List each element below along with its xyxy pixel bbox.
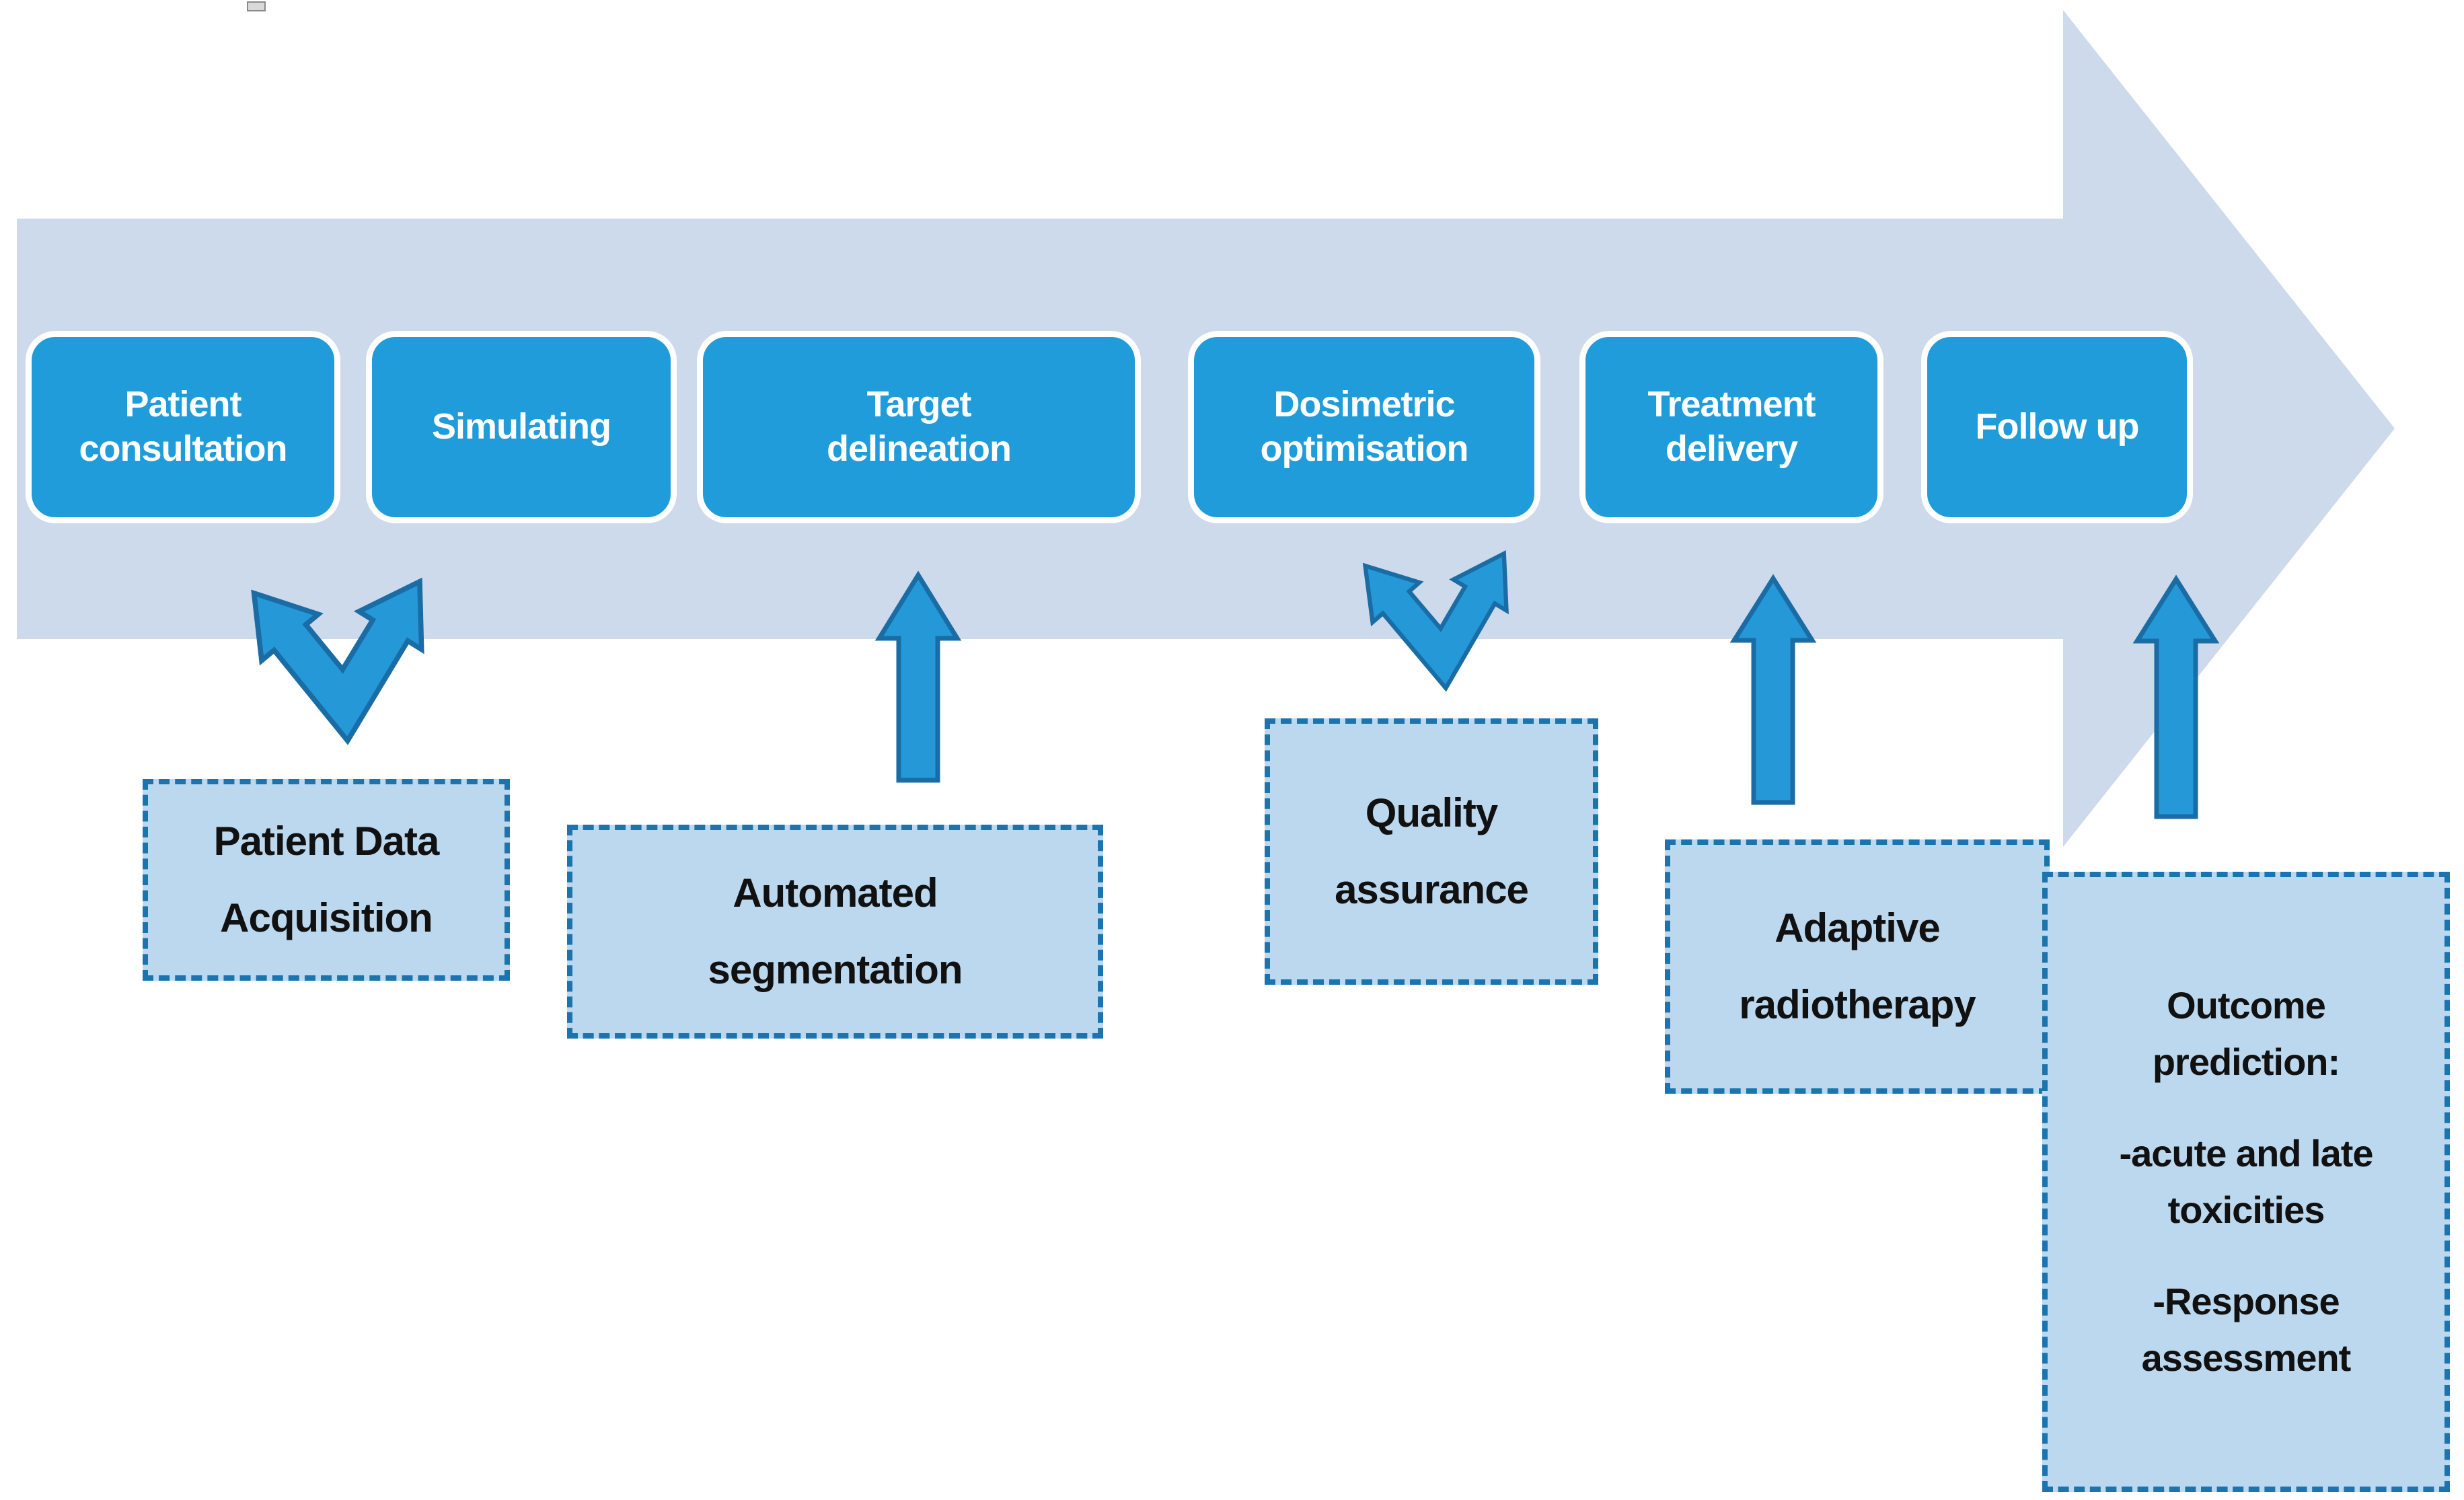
grey-ui-fragment — [247, 1, 266, 11]
step-box-target-delineation: Target delineation — [697, 331, 1141, 523]
step-box-simulating: Simulating — [366, 331, 677, 523]
support-box-quality-assurance: Quality assurance — [1265, 718, 1598, 985]
outcome-bullet: -acute and late toxicities — [2119, 1132, 2373, 1231]
outcome-title: Outcome prediction: — [2152, 984, 2340, 1083]
up-arrow-icon — [1729, 574, 1817, 805]
step-label: Follow up — [1975, 406, 2140, 447]
step-label: Target delineation — [826, 384, 1012, 469]
step-label: Simulating — [431, 406, 611, 447]
step-label: Patient consultation — [79, 384, 288, 469]
support-label: Quality assurance — [1335, 790, 1529, 912]
up-arrow-icon — [2132, 574, 2220, 819]
outcome-bullet: -Response assessment — [2141, 1280, 2352, 1379]
support-box-outcome-prediction: Outcome prediction: -acute and late toxi… — [2042, 872, 2450, 1492]
step-label: Dosimetric optimisation — [1260, 384, 1469, 469]
support-box-patient-data-acquisition: Patient Data Acquisition — [143, 779, 510, 981]
support-label: Patient Data Acquisition — [213, 819, 440, 940]
step-label: Treatment delivery — [1647, 384, 1816, 469]
support-label: Adaptive radiotherapy — [1739, 905, 1976, 1027]
step-box-patient-consultation: Patient consultation — [26, 331, 340, 523]
support-box-automated-segmentation: Automated segmentation — [567, 825, 1103, 1039]
step-box-treatment-delivery: Treatment delivery — [1579, 331, 1883, 523]
step-box-dosimetric-optimisation: Dosimetric optimisation — [1188, 331, 1540, 523]
step-box-follow-up: Follow up — [1921, 331, 2193, 523]
support-box-adaptive-radiotherapy: Adaptive radiotherapy — [1665, 839, 2050, 1094]
up-arrow-icon — [874, 570, 962, 783]
support-label: Automated segmentation — [708, 870, 963, 992]
